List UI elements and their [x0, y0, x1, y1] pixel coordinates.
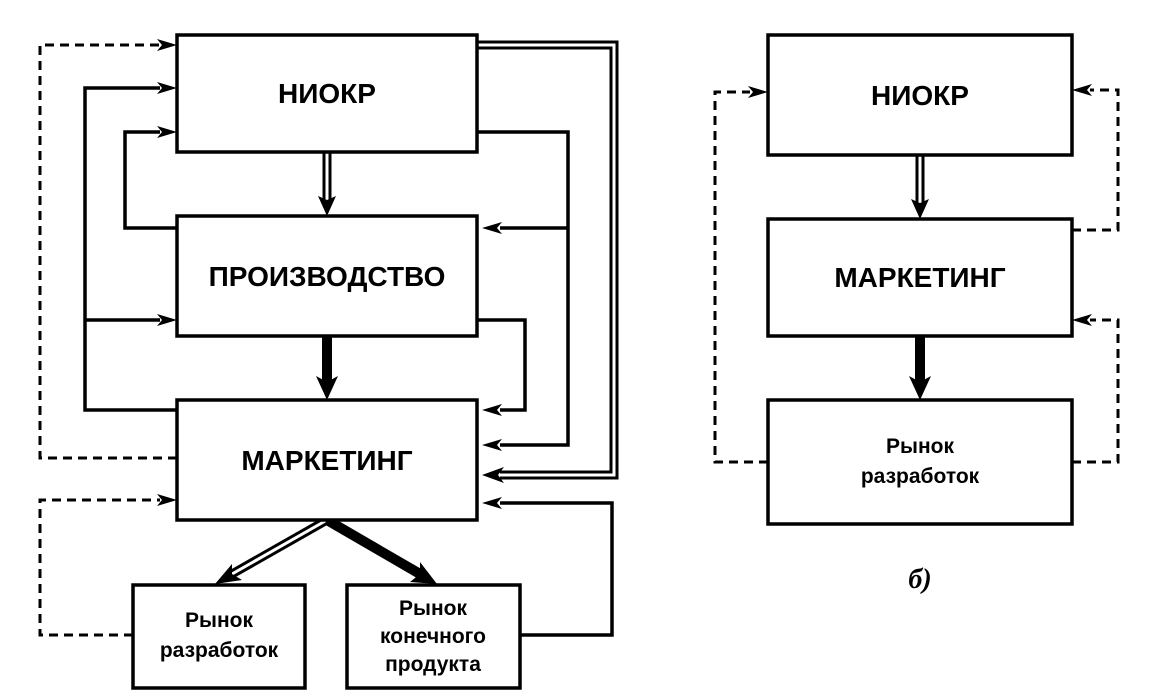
double-link-inner — [477, 43, 616, 477]
arrowhead — [157, 126, 177, 138]
arrowhead — [215, 564, 242, 584]
link-niokr-to-marketing — [477, 130, 570, 447]
arrowhead — [482, 467, 504, 483]
arrowhead — [157, 494, 177, 506]
marketing-label-b: МАРКЕТИНГ — [834, 262, 1005, 293]
market-dev-box-b — [766, 398, 1074, 526]
market-final-label-line1: Рынок — [399, 597, 467, 620]
dashed-link-b-market-to-marketing — [1072, 318, 1120, 464]
market-final-box — [345, 583, 522, 690]
arrowhead — [909, 376, 931, 400]
market-final-label-line3: продукта — [385, 653, 481, 676]
dashed-link-b-marketing-to-niokr — [1072, 88, 1120, 232]
dashed-link-marketing-to-niokr — [38, 43, 177, 460]
arrowhead — [482, 439, 502, 451]
thick-arrow-marketing-to-market-final — [324, 515, 423, 579]
market-final-label-line2: конечного — [380, 625, 486, 648]
niokr-label: НИОКР — [278, 78, 376, 109]
link-production-to-marketing-side — [477, 318, 527, 412]
double-arrow-inner — [231, 518, 328, 576]
diagram-a-connectors — [38, 39, 619, 637]
niokr-box — [175, 33, 479, 154]
dashed-link-b-market-to-niokr-left — [713, 90, 768, 464]
arrowhead — [1072, 84, 1092, 96]
market-dev-label-line2: разработок — [160, 639, 279, 662]
production-box — [175, 214, 479, 338]
arrowhead — [157, 39, 177, 51]
arrowhead — [911, 199, 929, 219]
arrowhead — [316, 376, 338, 400]
link-production-to-niokr — [123, 130, 177, 230]
arrowhead — [157, 82, 177, 94]
marketing-box — [175, 398, 479, 522]
arrowhead — [157, 314, 177, 326]
dashed-link-market-dev-to-marketing — [38, 498, 160, 637]
caption-b: б) — [908, 564, 931, 595]
arrowhead — [748, 86, 768, 98]
niokr-box-b — [766, 33, 1074, 157]
production-label: ПРОИЗВОДСТВО — [209, 261, 446, 292]
diagram-a: НИОКР ПРОИЗВОДСТВО МАРКЕТИНГ Рынок разра… — [38, 33, 619, 690]
arrowhead — [482, 497, 502, 509]
link-market-final-to-marketing — [500, 501, 614, 637]
diagram-b-connectors — [713, 84, 1120, 464]
niokr-label-b: НИОКР — [871, 80, 969, 111]
arrowhead — [1072, 314, 1092, 326]
marketing-box-b — [766, 217, 1074, 338]
arrowhead — [410, 562, 437, 584]
arrowhead — [482, 222, 502, 234]
marketing-label: МАРКЕТИНГ — [241, 445, 412, 476]
market-dev-label-b-line2: разработок — [861, 465, 980, 488]
arrowhead — [318, 196, 336, 216]
diagram-b: НИОКР МАРКЕТИНГ Рынок разработок б) — [713, 33, 1120, 595]
market-dev-box — [131, 583, 307, 690]
market-dev-label-b-line1: Рынок — [886, 435, 954, 458]
double-link-niokr-to-marketing — [477, 40, 619, 480]
market-dev-label-line1: Рынок — [185, 609, 253, 632]
arrowhead — [482, 404, 502, 416]
link-marketing-to-niokr — [83, 86, 177, 412]
